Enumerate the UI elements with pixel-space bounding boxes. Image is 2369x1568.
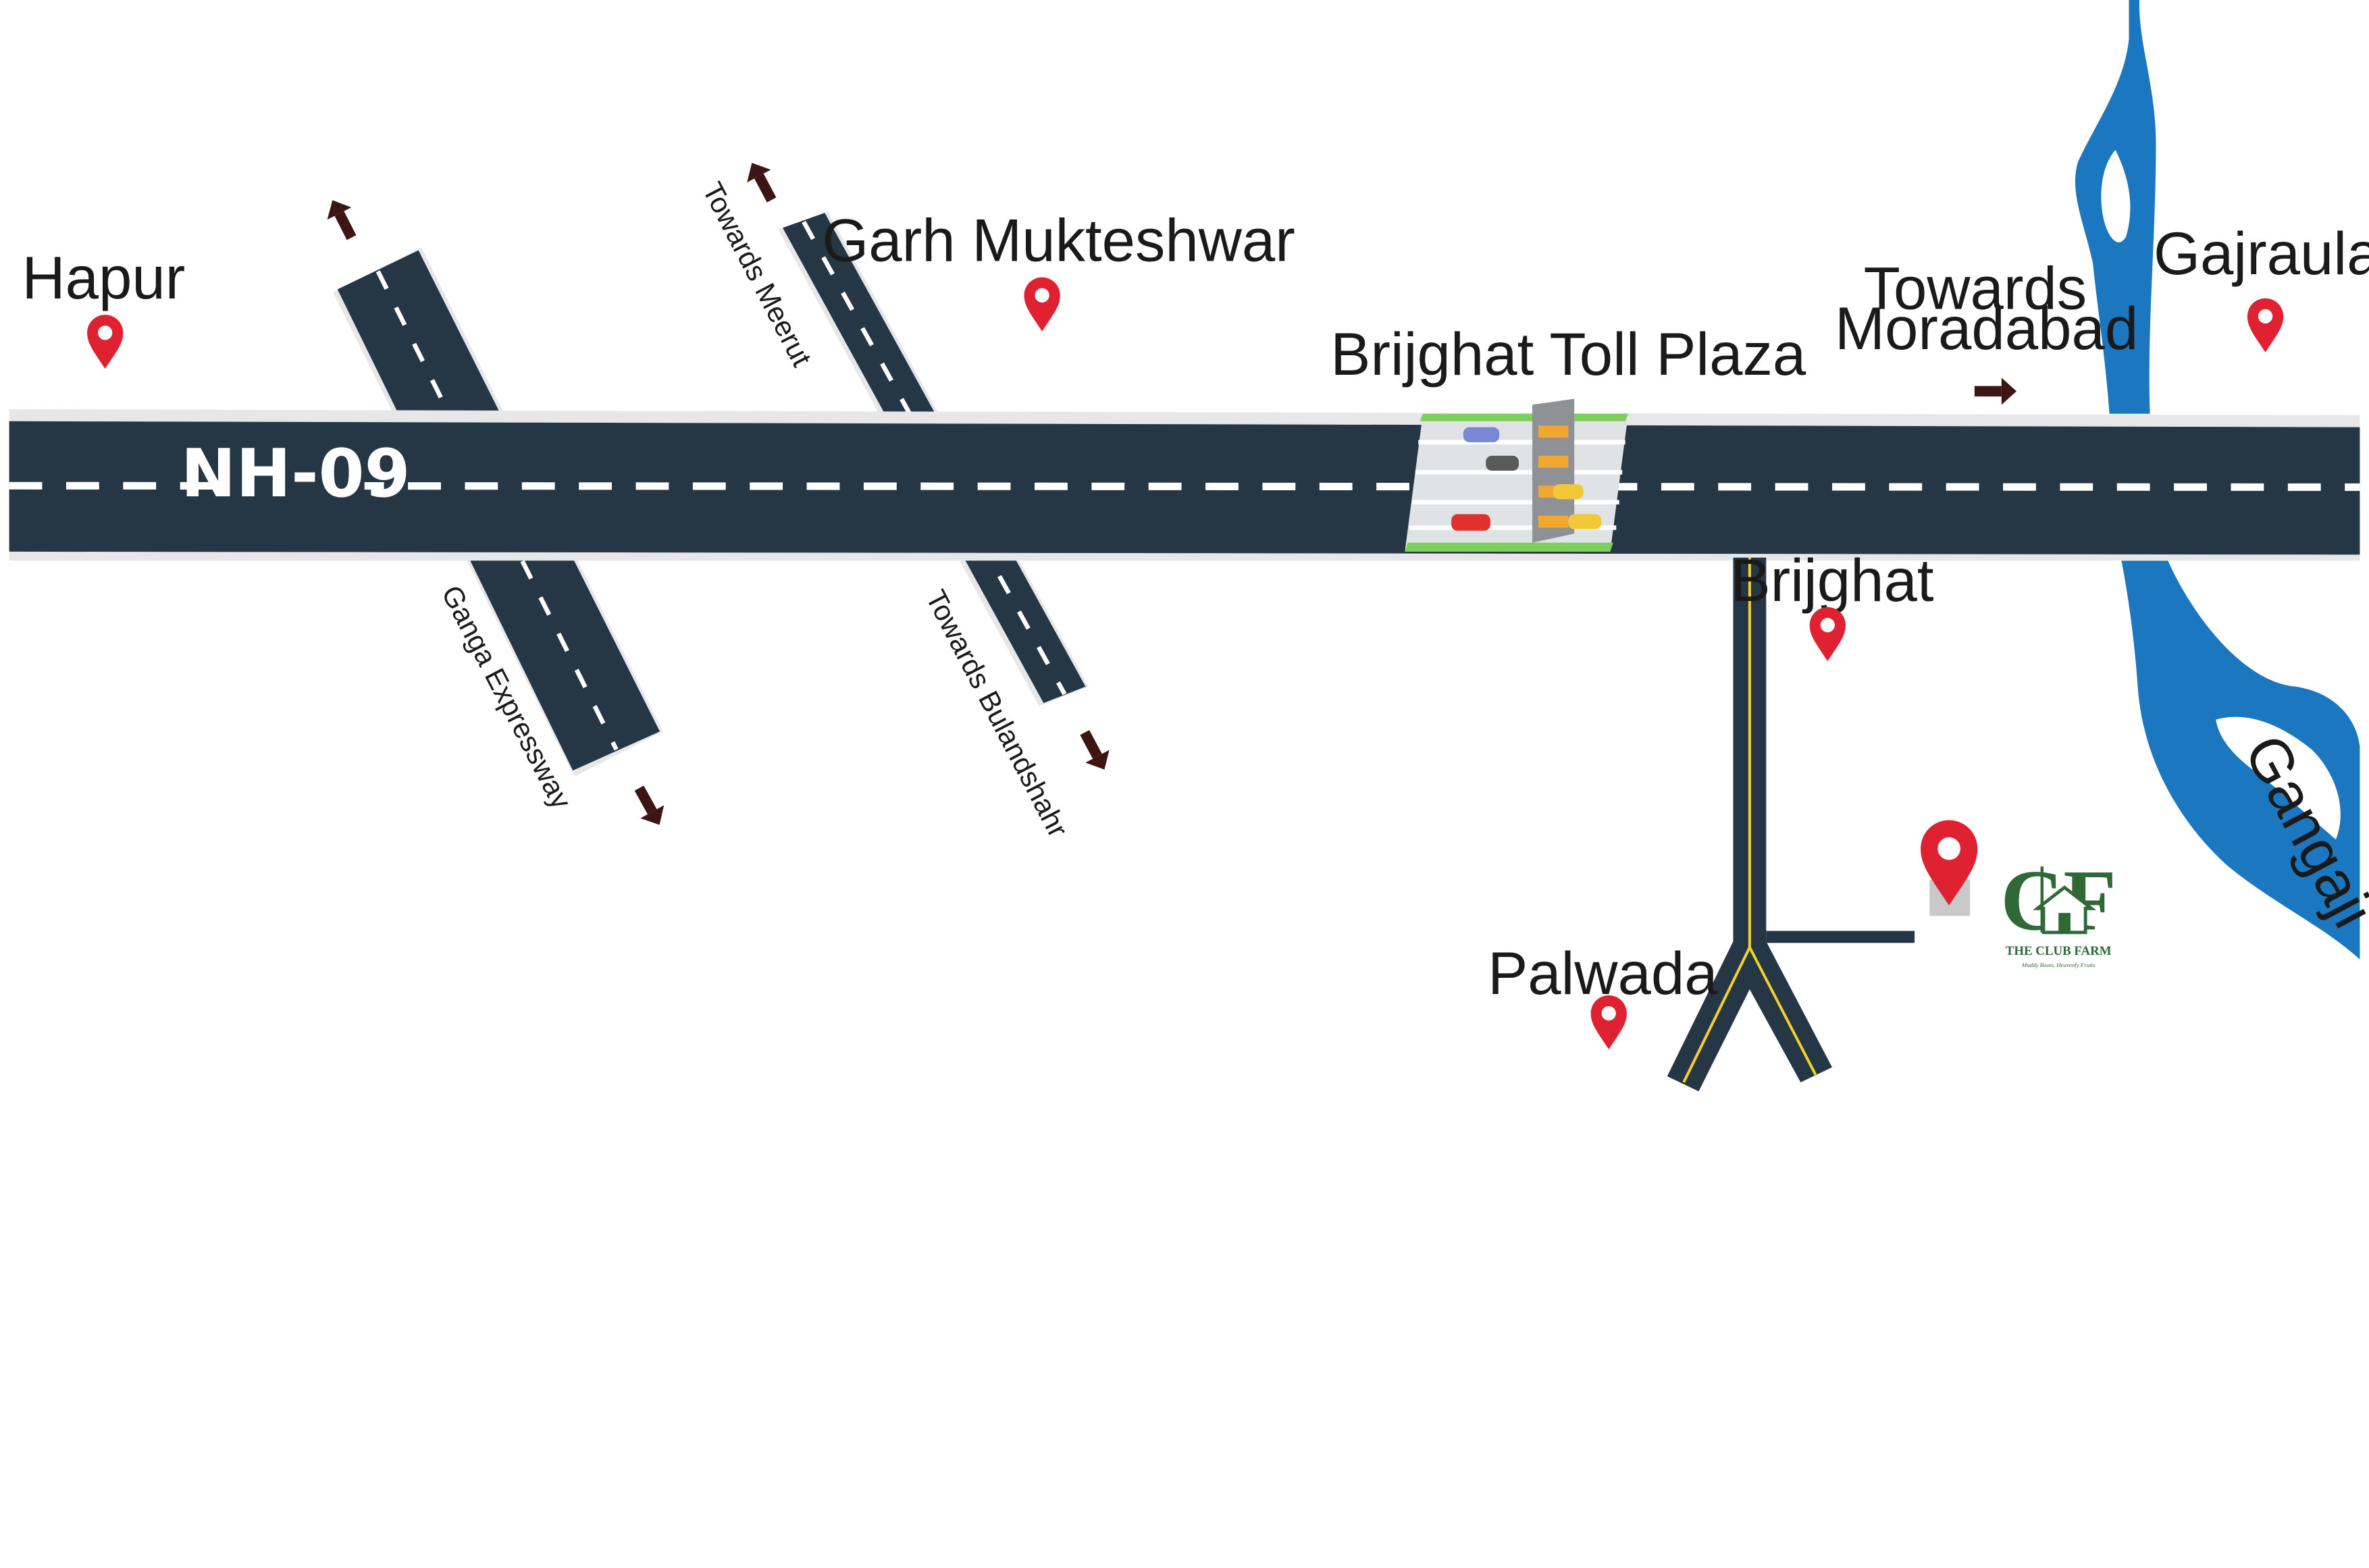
direction-arrow-icon — [1974, 377, 2017, 405]
palwada-label: Palwada — [1488, 940, 1718, 1007]
toll-plaza-label: Brijghat Toll Plaza — [1330, 321, 1806, 388]
gajraula-label: Gajraula — [2154, 220, 2369, 287]
toll-plaza-icon: Brijghat Toll Plaza — [1330, 321, 1806, 552]
brijghat-local-road — [1667, 557, 1915, 1092]
moradabad-label: Moradabad — [1835, 295, 2138, 362]
garh-mukteshwar-location-pin-icon — [1024, 277, 1060, 332]
direction-arrow-icon — [739, 156, 784, 207]
garh-mukteshwar-label: Garh Mukteshwar — [822, 207, 1295, 273]
logo-tagline: Muddy Boots, Heavenly Fruits — [2021, 962, 2095, 968]
hapur-location-pin-icon — [87, 315, 124, 369]
direction-arrow-icon — [320, 194, 364, 244]
brijghat-location-pin-icon — [1809, 607, 1846, 661]
destination-marker — [1921, 820, 1978, 916]
towards-label: Towards — [1864, 255, 2087, 321]
nh09-highway: NH-09 — [9, 409, 2360, 561]
river-lower — [2121, 560, 2360, 960]
gajraula-location-pin-icon — [2247, 298, 2284, 352]
river-island — [2101, 149, 2131, 242]
towards-moradabad-label: Towards Moradabad — [1835, 255, 2138, 362]
river-sandbank — [2216, 716, 2341, 840]
palwada-location-pin-icon — [1590, 995, 1627, 1049]
brijghat-label: Brijghat — [1730, 547, 1933, 614]
club-farm-logo-icon: CF THE CLUB FARM Muddy Boots, Heavenly F… — [2000, 852, 2116, 968]
logo-brand-label: THE CLUB FARM — [2006, 944, 2112, 958]
nh09-label: NH-09 — [181, 436, 411, 513]
hapur-label: Hapur — [22, 244, 186, 311]
towards-meerut-label: Towards Meerut — [696, 177, 818, 371]
direction-arrow-icon — [627, 781, 672, 832]
direction-arrow-icon — [1072, 726, 1117, 776]
